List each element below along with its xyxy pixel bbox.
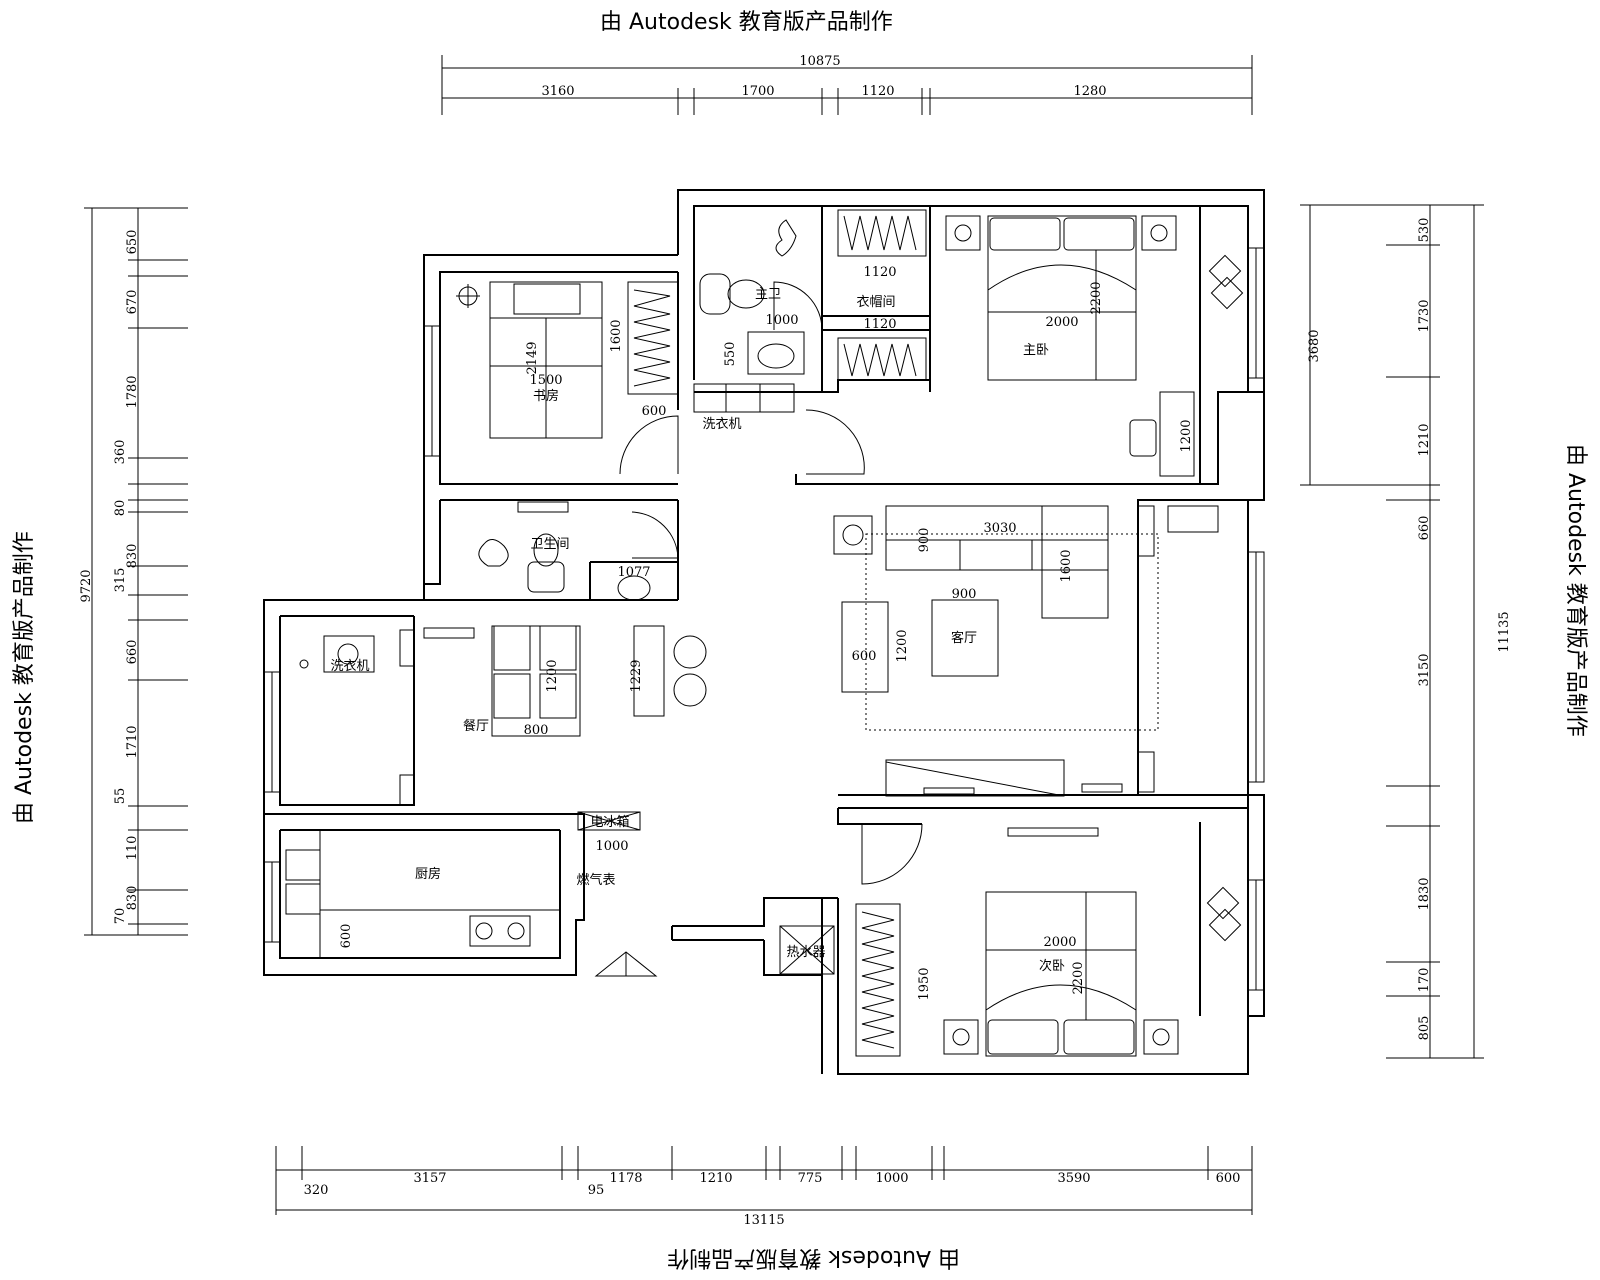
bed2-width: 2000 xyxy=(1043,935,1076,950)
room-dining: 餐厅 xyxy=(463,718,489,734)
room-bathroom: 卫生间 xyxy=(530,537,569,552)
bathroom-fixtures: 卫生间 1077 xyxy=(478,501,651,601)
dim-top-total: 10875 xyxy=(799,54,840,69)
room-second-bedroom: 次卧 xyxy=(1039,958,1065,974)
walls xyxy=(263,189,1265,1075)
dim-right-3: 1210 xyxy=(1417,423,1432,456)
dim-left-2: 670 xyxy=(125,290,140,315)
dim-bottom-1: 3157 xyxy=(413,1171,446,1186)
dim-right-4: 660 xyxy=(1417,516,1432,541)
dining-area: 洗衣机 餐厅 800 1200 1229 xyxy=(299,625,707,738)
dim-top-3: 1120 xyxy=(861,84,894,99)
master-bed-length: 2200 xyxy=(1089,281,1104,314)
dim-right-inner: 3680 xyxy=(1307,329,1322,362)
master-bed-width: 2000 xyxy=(1045,315,1078,330)
bath-basin-width: 1000 xyxy=(765,313,798,328)
bar-length: 1229 xyxy=(629,659,644,692)
sofa-depth: 900 xyxy=(917,528,932,553)
windows xyxy=(263,247,1265,991)
dim-bottom-small-1: 320 xyxy=(304,1183,329,1198)
dim-left-total: 9720 xyxy=(79,569,94,602)
doors xyxy=(619,281,923,885)
dim-bottom-total: 13115 xyxy=(743,1213,784,1228)
dim-top-2: 1700 xyxy=(741,84,774,99)
dim-left-8: 660 xyxy=(125,640,140,665)
dim-right-total: 11135 xyxy=(1497,611,1512,652)
room-study: 书房 xyxy=(533,388,559,404)
dining-table-length: 1200 xyxy=(545,659,560,692)
bed2-length: 2200 xyxy=(1071,961,1086,994)
dim-bottom-4: 775 xyxy=(798,1171,823,1186)
dim-bottom-7: 600 xyxy=(1216,1171,1241,1186)
dim-left-1: 650 xyxy=(125,230,140,255)
tv-side-length: 1200 xyxy=(895,629,910,662)
living-room-furniture: 3030 900 1600 900 客厅 1200 600 xyxy=(833,505,1159,837)
kitchen-counter-depth: 600 xyxy=(339,924,354,949)
dim-left-13: 70 xyxy=(113,908,128,925)
dim-right-5: 3150 xyxy=(1417,653,1432,686)
master-bath-fixtures: 主卫 1000 550 洗衣机 xyxy=(693,219,805,432)
room-master-bath: 主卫 xyxy=(755,287,781,302)
dim-left-10: 55 xyxy=(113,788,128,805)
label-laundry: 洗衣机 xyxy=(702,416,741,432)
closet-top-width: 1120 xyxy=(863,265,896,280)
dim-left-3: 1780 xyxy=(125,375,140,408)
dim-right-1: 530 xyxy=(1417,218,1432,243)
dim-left-5: 80 xyxy=(113,500,128,517)
room-kitchen: 厨房 xyxy=(415,866,441,882)
basin2-width: 1077 xyxy=(617,565,650,580)
study-bed-length: 2149 xyxy=(525,341,540,374)
dim-left-12: 830 xyxy=(125,886,140,911)
master-bedroom-furniture: 2000 2200 主卧 1200 xyxy=(945,215,1244,477)
dim-left-9: 1710 xyxy=(125,725,140,758)
top-dimensions: 10875 3160 1700 1120 1280 xyxy=(441,54,1253,115)
label-gas: 燃气表 xyxy=(576,872,615,888)
dim-top-1: 3160 xyxy=(541,84,574,99)
dining-table-width: 800 xyxy=(524,723,549,738)
closet-bottom-width: 1120 xyxy=(863,317,896,332)
dim-right-6: 1830 xyxy=(1417,877,1432,910)
dim-bottom-small-2: 95 xyxy=(588,1183,605,1198)
left-dimensions: 650 670 1780 360 80 830 315 660 1710 55 … xyxy=(79,207,188,936)
dim-left-6: 830 xyxy=(125,544,140,569)
right-dimensions: 530 1730 1210 660 3150 1830 170 805 3680… xyxy=(1300,204,1512,1059)
dim-left-4: 360 xyxy=(113,440,128,465)
dim-bottom-3: 1210 xyxy=(699,1171,732,1186)
label-washer: 洗衣机 xyxy=(330,658,369,674)
dim-left-11: 110 xyxy=(125,836,140,861)
study-furniture: 1500 2149 1600 600 书房 xyxy=(456,281,679,439)
bottom-dimensions: 3157 1178 1210 775 1000 3590 600 320 95 … xyxy=(275,1146,1253,1228)
hall-width: 1000 xyxy=(595,839,628,854)
closet: 1120 衣帽间 1120 xyxy=(837,209,927,381)
desk-length: 1200 xyxy=(1179,419,1194,452)
label-water-heater: 热水器 xyxy=(786,945,825,960)
kitchen-fixtures: 厨房 600 1000 燃气表 电冰箱 xyxy=(285,811,658,977)
dim-left-7: 315 xyxy=(113,568,128,593)
study-bed-width: 1500 xyxy=(529,373,562,388)
room-closet: 衣帽间 xyxy=(856,294,895,310)
wardrobe2-length: 1950 xyxy=(917,967,932,1000)
sofa-side-length: 1600 xyxy=(1059,549,1074,582)
dim-right-7: 170 xyxy=(1417,968,1432,993)
study-wardrobe-depth: 600 xyxy=(642,404,667,419)
room-master-bedroom: 主卧 xyxy=(1023,343,1049,358)
coffee-table-width: 900 xyxy=(952,587,977,602)
dim-right-8: 805 xyxy=(1417,1016,1432,1041)
bath-basin-depth: 550 xyxy=(723,342,738,367)
dim-bottom-6: 3590 xyxy=(1057,1171,1090,1186)
second-bedroom-furniture: 热水器 2000 2200 次卧 1950 xyxy=(779,886,1242,1057)
room-living: 客厅 xyxy=(951,630,977,646)
watermark-top: 由 Autodesk 教育版产品制作 xyxy=(600,10,893,35)
dim-right-2: 1730 xyxy=(1417,299,1432,332)
label-fridge: 电冰箱 xyxy=(590,814,629,830)
dim-top-4: 1280 xyxy=(1073,84,1106,99)
sofa-width: 3030 xyxy=(983,521,1016,536)
tv-side-width: 600 xyxy=(852,649,877,664)
study-wardrobe-length: 1600 xyxy=(609,319,624,352)
dim-bottom-5: 1000 xyxy=(875,1171,908,1186)
dim-bottom-2: 1178 xyxy=(609,1171,642,1186)
